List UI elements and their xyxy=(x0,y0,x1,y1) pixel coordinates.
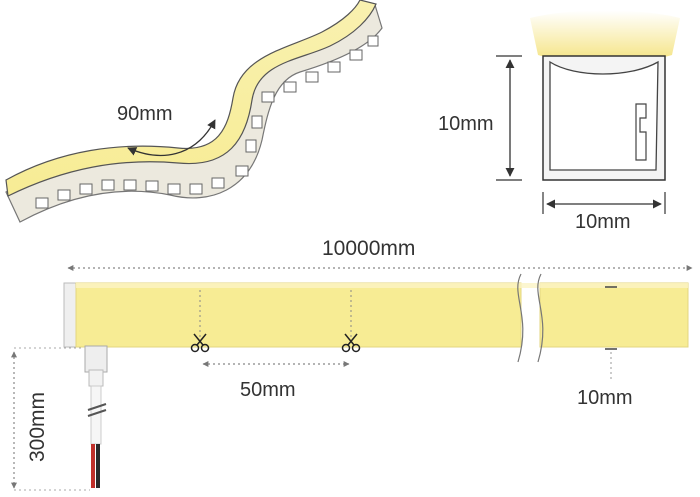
cable-connector xyxy=(84,345,108,373)
cut-interval-label: 50mm xyxy=(240,379,296,401)
scissors-icon xyxy=(190,333,210,353)
lead-cable xyxy=(84,345,108,488)
light-glow xyxy=(530,10,680,65)
profile-inner xyxy=(549,60,659,171)
cable-length-dimension: 300mm xyxy=(11,347,90,491)
bend-radius-indicator: 90mm xyxy=(117,103,216,157)
cross-section-width-label: 10mm xyxy=(575,211,631,233)
bend-radius-arrow xyxy=(127,119,216,157)
bend-radius-label: 90mm xyxy=(117,103,173,125)
strip-height-label: 10mm xyxy=(577,387,633,409)
cable-length-label: 300mm xyxy=(26,392,49,462)
bent-strip-illustration xyxy=(5,0,383,223)
straight-strip xyxy=(63,273,689,363)
strip-height-dimension: 10mm xyxy=(577,286,633,409)
scissors-icon xyxy=(341,333,361,353)
wire-red xyxy=(91,444,95,488)
wire-black xyxy=(96,444,100,488)
strip-section-right xyxy=(539,282,689,348)
cut-marks xyxy=(190,290,361,353)
cross-section-illustration xyxy=(530,10,680,181)
total-length-dimension: 10000mm xyxy=(67,237,693,271)
total-length-label: 10000mm xyxy=(322,237,415,260)
profile-pcb xyxy=(635,103,647,161)
cross-section-height-label: 10mm xyxy=(438,113,494,135)
led-chip-row xyxy=(35,35,379,209)
cross-section-height-dimension: 10mm xyxy=(438,55,522,181)
break-mark xyxy=(517,273,544,363)
cut-interval-dimension: 50mm xyxy=(202,361,350,401)
strip-section-left xyxy=(75,282,522,348)
cross-section-width-dimension: 10mm xyxy=(542,192,666,233)
